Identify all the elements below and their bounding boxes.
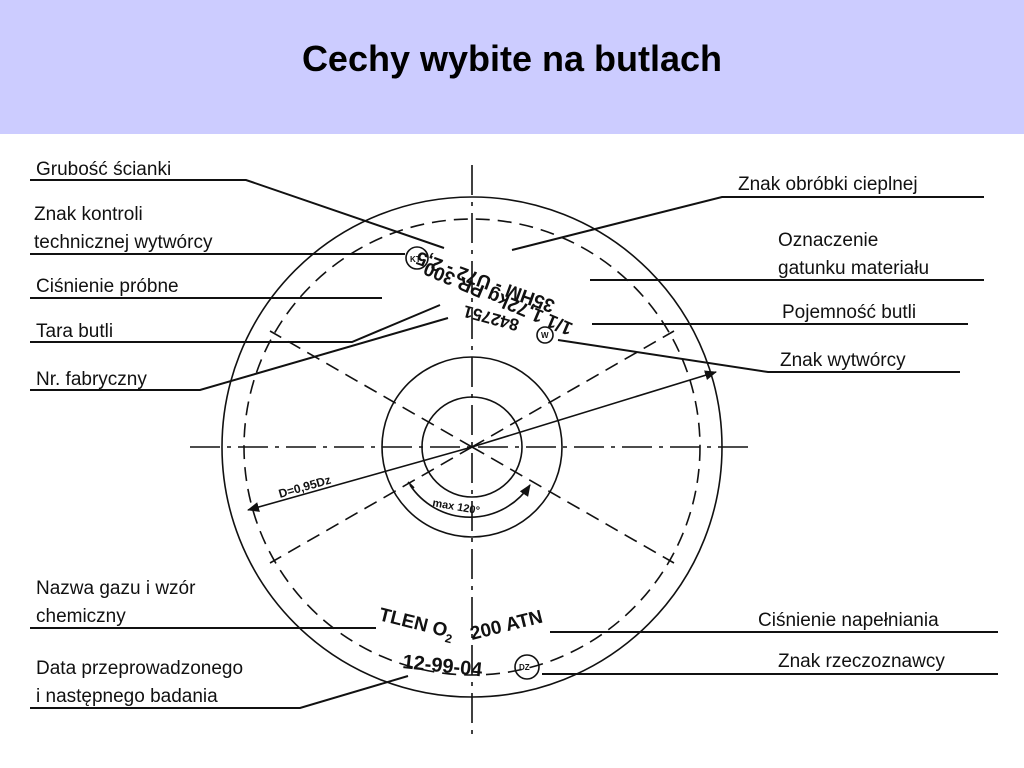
center-lines [190, 165, 754, 735]
stamp-fill-pressure: 200 ATN [468, 607, 545, 645]
svg-text:Znak kontroli: Znak kontroli [34, 204, 143, 225]
svg-text:KT: KT [410, 255, 421, 264]
label-serial-number: Nr. fabryczny [30, 317, 449, 391]
svg-text:Pojemność butli: Pojemność butli [782, 302, 916, 323]
expert-logo: DZ [514, 654, 540, 680]
slide-title: Cechy wybite na butlach [301, 38, 723, 79]
svg-text:Znak rzeczoznawcy: Znak rzeczoznawcy [778, 651, 945, 672]
label-wall-thickness: Grubość ścianki [30, 159, 445, 249]
svg-text:gatunku materiału: gatunku materiału [778, 258, 929, 279]
stamped-markings: 35HM - U72 - 2,5 1/1 1,72kg PR 300 84275… [376, 246, 576, 681]
manufacturer-logo: W [536, 326, 554, 344]
svg-text:chemiczny: chemiczny [36, 606, 126, 627]
label-manufacturer: Znak wytwórcy [557, 339, 960, 373]
label-fill-pressure: Ciśnienie napełniania [550, 610, 998, 633]
svg-text:Znak wytwórcy: Znak wytwórcy [780, 350, 906, 371]
label-test-dates: Data przeprowadzonego i następnego badan… [30, 658, 409, 709]
label-expert-mark: Znak rzeczoznawcy [542, 651, 998, 675]
svg-text:Znak obróbki cieplnej: Znak obróbki cieplnej [738, 174, 918, 195]
label-tare: Tara butli [30, 304, 441, 343]
right-labels: Znak obróbki cieplnej Oznaczenie gatunku… [511, 174, 998, 675]
svg-text:Nr. fabryczny: Nr. fabryczny [36, 369, 147, 390]
diameter-label: D=0,95Dz [277, 473, 332, 501]
svg-text:Ciśnienie napełniania: Ciśnienie napełniania [758, 610, 939, 631]
svg-text:Oznaczenie: Oznaczenie [778, 230, 878, 251]
label-test-pressure: Ciśnienie próbne [30, 276, 382, 299]
svg-text:i następnego badania: i następnego badania [36, 686, 218, 707]
label-gas-name: Nazwa gazu i wzór chemiczny [30, 578, 376, 629]
stamp-gas-name: TLEN O2 [376, 604, 456, 646]
title-band [0, 0, 1024, 134]
label-capacity: Pojemność butli [592, 302, 968, 325]
label-technical-control: Znak kontroli technicznej wytwórcy [30, 204, 405, 255]
sector-lines [269, 330, 675, 564]
angle-dimension: max 120° [407, 481, 531, 518]
svg-text:Tara butli: Tara butli [36, 321, 113, 342]
svg-text:Grubość ścianki: Grubość ścianki [36, 159, 171, 180]
label-heat-treatment: Znak obróbki cieplnej [511, 174, 984, 251]
svg-text:W: W [541, 331, 549, 340]
svg-text:Data przeprowadzonego: Data przeprowadzonego [36, 658, 243, 679]
svg-text:Nazwa gazu i wzór: Nazwa gazu i wzór [36, 578, 196, 599]
svg-text:Ciśnienie próbne: Ciśnienie próbne [36, 276, 179, 297]
svg-text:technicznej wytwórcy: technicznej wytwórcy [34, 232, 213, 253]
label-material-grade: Oznaczenie gatunku materiału [590, 230, 984, 281]
technical-control-logo: KT [405, 246, 429, 270]
left-labels: Grubość ścianki Znak kontroli techniczne… [30, 159, 449, 709]
angle-label: max 120° [431, 497, 480, 517]
svg-text:DZ: DZ [519, 663, 530, 672]
